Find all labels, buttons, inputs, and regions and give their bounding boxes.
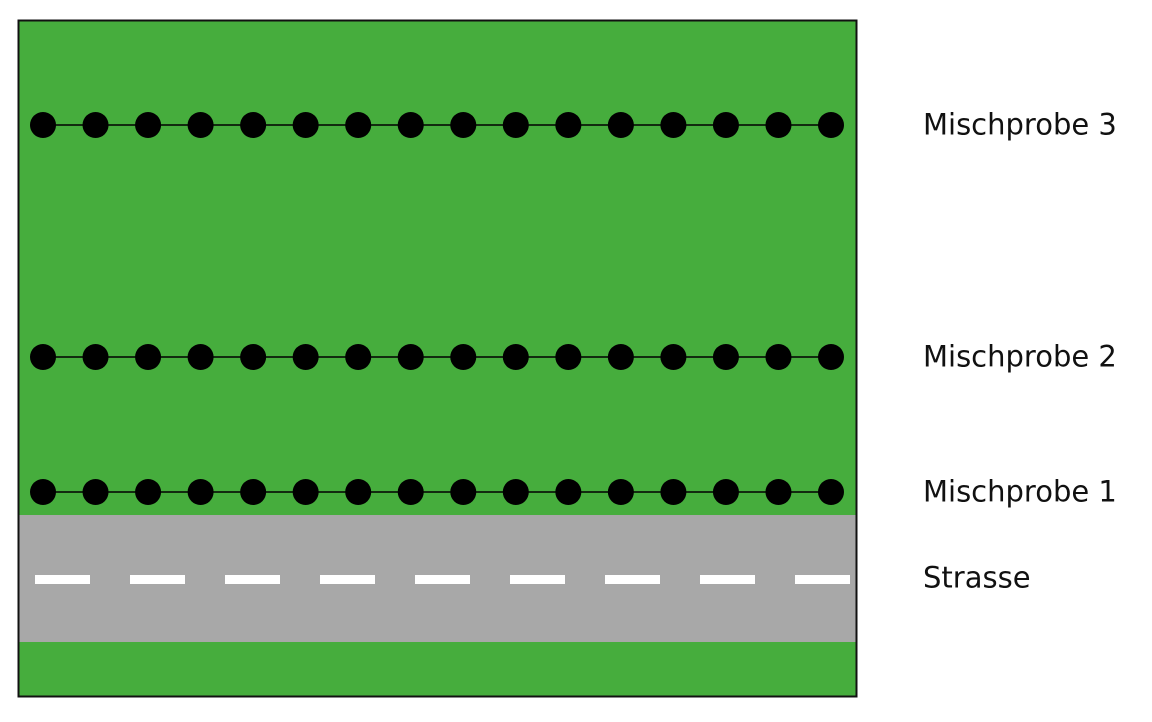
sample-point: [30, 112, 56, 138]
sample-point: [502, 344, 529, 370]
sample-point: [818, 479, 844, 505]
sample-point: [292, 112, 319, 138]
sample-point: [450, 344, 477, 370]
sample-point: [450, 112, 477, 138]
sample-point: [660, 479, 687, 505]
sample-point: [30, 344, 56, 370]
sample-point: [135, 479, 162, 505]
sample-point: [712, 344, 739, 370]
sample-point: [187, 344, 214, 370]
sample-point: [135, 112, 162, 138]
sample-point: [397, 344, 424, 370]
sample-point: [397, 479, 424, 505]
sample-point: [240, 479, 267, 505]
sample-point: [187, 479, 214, 505]
sample-row: [30, 344, 844, 370]
row-label-mischprobe-3: Mischprobe 3: [923, 107, 1117, 142]
road-label: Strasse: [923, 560, 1031, 595]
road-dash: [415, 575, 470, 584]
road-dash: [130, 575, 185, 584]
sample-point: [712, 479, 739, 505]
sample-point: [765, 344, 792, 370]
sample-point: [82, 344, 109, 370]
road-dash: [700, 575, 755, 584]
sample-row: [30, 112, 844, 138]
sample-point: [187, 112, 214, 138]
sample-point: [135, 344, 162, 370]
sample-point: [555, 479, 582, 505]
road-dash: [795, 575, 850, 584]
sample-point: [450, 479, 477, 505]
road-dash: [605, 575, 660, 584]
sample-point: [240, 112, 267, 138]
sample-point: [607, 344, 634, 370]
sample-point: [765, 112, 792, 138]
sample-point: [712, 112, 739, 138]
sample-point: [397, 112, 424, 138]
sample-point: [765, 479, 792, 505]
sample-point: [818, 344, 844, 370]
sample-point: [345, 112, 372, 138]
sample-point: [345, 344, 372, 370]
row-label-mischprobe-2: Mischprobe 2: [923, 339, 1117, 374]
sample-point: [555, 112, 582, 138]
road-dash: [35, 575, 90, 584]
sample-point: [607, 112, 634, 138]
sample-point: [292, 479, 319, 505]
row-label-mischprobe-1: Mischprobe 1: [923, 474, 1117, 509]
road-dash: [320, 575, 375, 584]
sample-point: [82, 479, 109, 505]
road-dash: [225, 575, 280, 584]
sample-point: [82, 112, 109, 138]
sample-point: [660, 112, 687, 138]
sample-point: [30, 479, 56, 505]
sample-point: [345, 479, 372, 505]
sample-row: [30, 479, 844, 505]
sample-point: [240, 344, 267, 370]
sample-point: [292, 344, 319, 370]
sample-point: [502, 479, 529, 505]
sample-rows: [30, 112, 844, 505]
sample-point: [502, 112, 529, 138]
road-center-line: [35, 575, 850, 584]
sample-point: [660, 344, 687, 370]
sample-point: [555, 344, 582, 370]
sample-point: [607, 479, 634, 505]
road-dash: [510, 575, 565, 584]
sample-point: [818, 112, 844, 138]
